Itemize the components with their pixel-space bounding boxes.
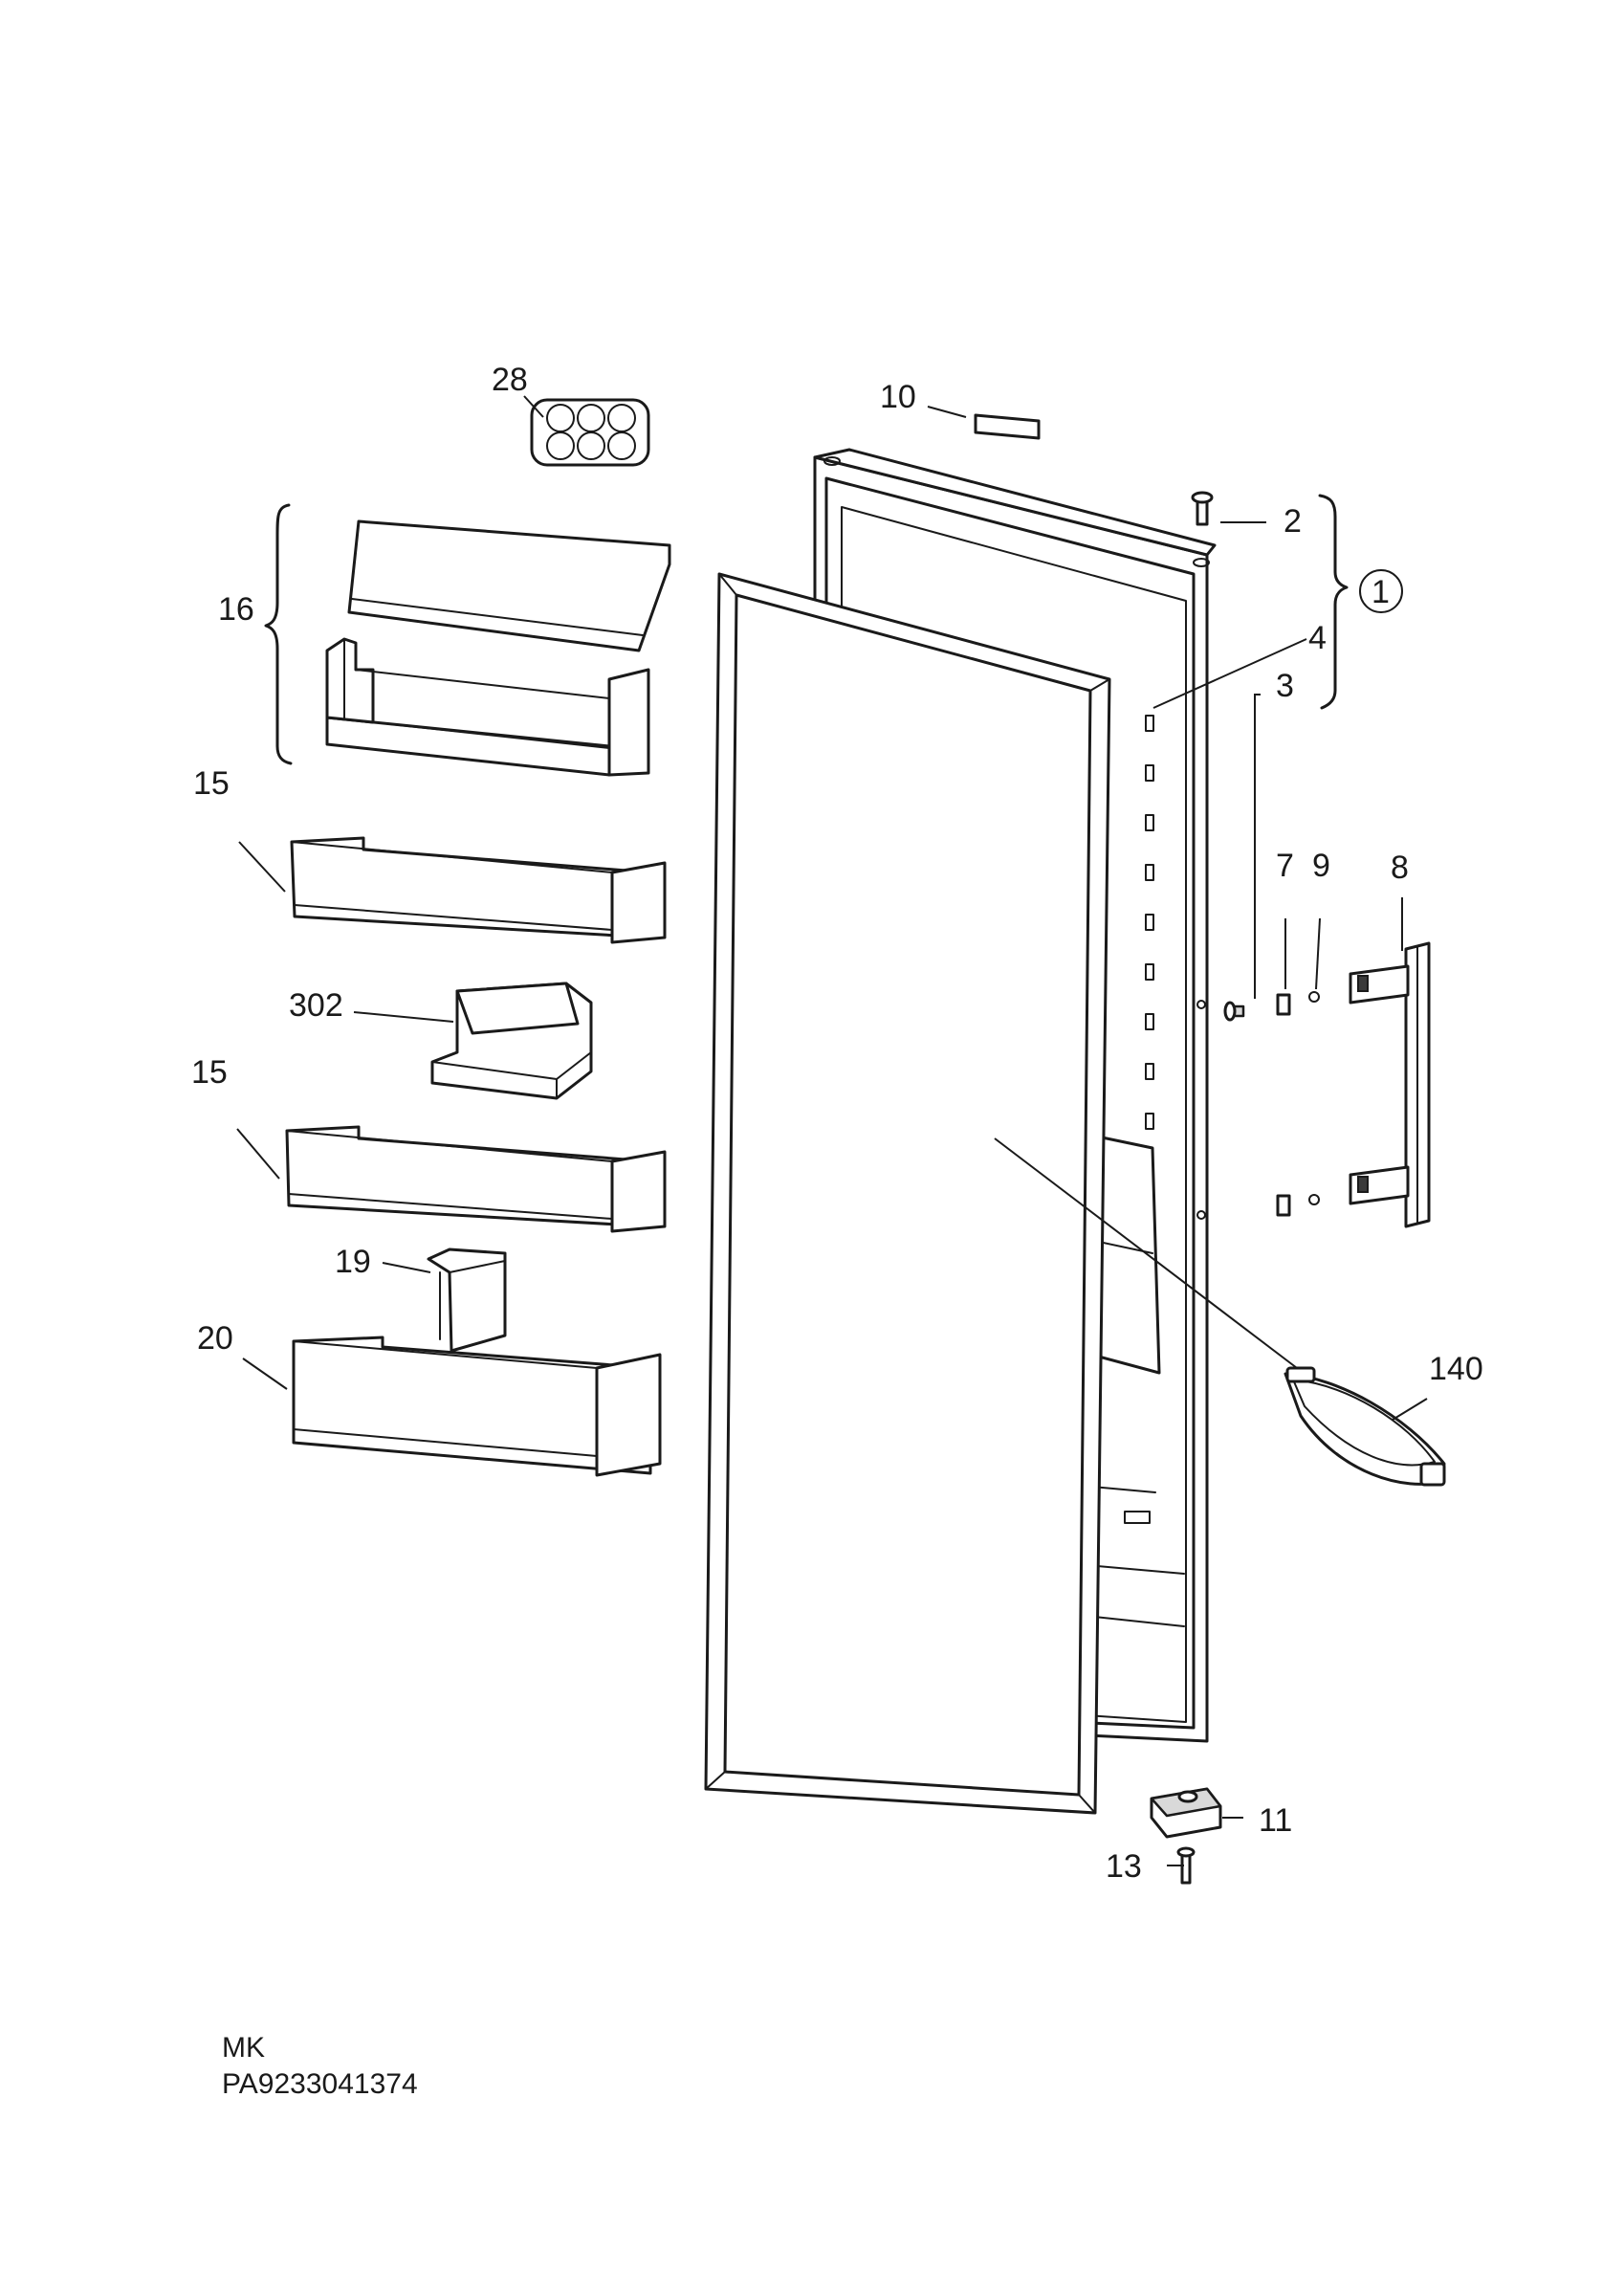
label-140: 140: [1429, 1351, 1483, 1387]
part-8-door-handle: [1349, 941, 1431, 1228]
leader-lines: [236, 395, 1428, 1866]
part-3-hinge-pin: [1223, 1001, 1245, 1022]
part-10-trim-strip: [974, 413, 1041, 440]
part-2-screw: [1191, 491, 1214, 526]
part-7-cover-cap: [1276, 993, 1291, 1217]
label-15-lower: 15: [191, 1054, 228, 1091]
part-140-rack: [1284, 1366, 1446, 1487]
diagram-footer: MK PA9233041374: [222, 2030, 418, 2103]
bracket-16: [264, 503, 293, 765]
label-20: 20: [197, 1320, 233, 1357]
part-20-bottom-bin: [292, 1336, 662, 1477]
part-19-divider: [427, 1247, 507, 1353]
label-3: 3: [1276, 668, 1294, 704]
label-19: 19: [335, 1244, 371, 1280]
part-15-door-bin-lower: [285, 1125, 667, 1233]
part-11-bottom-hinge: [1150, 1787, 1222, 1839]
model-code: MK: [222, 2032, 265, 2064]
label-7: 7: [1276, 848, 1294, 884]
part-number: PA9233041374: [222, 2068, 418, 2100]
part-28-egg-tray: [530, 398, 650, 467]
label-302: 302: [289, 987, 343, 1024]
part-16-shelf-assembly: [325, 519, 671, 777]
part-302-drawer: [430, 982, 593, 1100]
label-11: 11: [1259, 1802, 1292, 1839]
part-15-door-bin-upper: [290, 836, 667, 944]
part-13-bolt: [1176, 1846, 1196, 1885]
label-2: 2: [1284, 503, 1302, 540]
label-1: 1: [1372, 574, 1390, 610]
label-9: 9: [1312, 848, 1330, 884]
part-9-screw: [1308, 991, 1320, 1205]
label-8: 8: [1391, 850, 1409, 886]
part-labels: 28 10 2 1 4 3 16 15 7 9 8 302 15 19 20 1…: [191, 362, 1483, 1885]
bracket-1: [1318, 494, 1349, 710]
label-13: 13: [1106, 1848, 1142, 1885]
part-4-door-gasket: [704, 572, 1111, 1815]
label-15-upper: 15: [193, 765, 230, 802]
label-4: 4: [1308, 620, 1327, 656]
label-28: 28: [492, 362, 528, 398]
label-16: 16: [218, 591, 254, 628]
callout-circle-1: [1359, 569, 1403, 613]
label-10: 10: [880, 379, 916, 415]
